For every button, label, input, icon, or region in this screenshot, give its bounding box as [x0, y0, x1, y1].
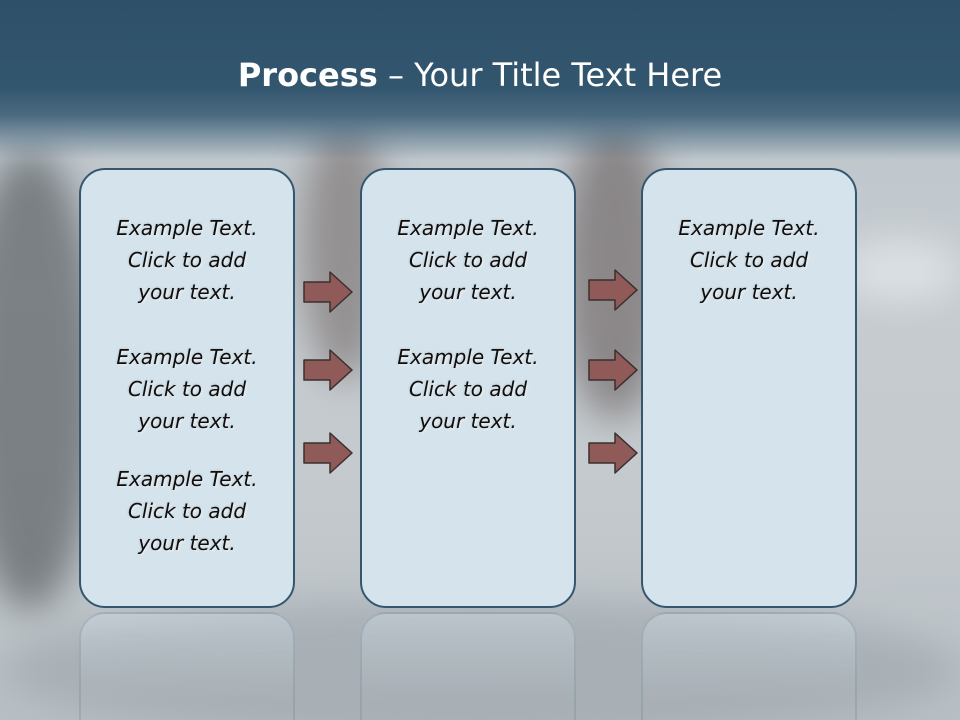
text-block[interactable]: Example Text. Click to add your text.	[81, 463, 293, 559]
panel-reflection	[79, 612, 295, 720]
text-line: Example Text.	[678, 216, 820, 240]
title-bold: Process	[237, 56, 378, 94]
text-line: your text.	[700, 280, 798, 304]
right-arrow-icon[interactable]	[588, 432, 638, 474]
text-line: Click to add	[127, 377, 247, 401]
text-line: Click to add	[408, 377, 528, 401]
slide-title[interactable]: Process – Your Title Text Here	[0, 56, 960, 94]
text-line: Example Text.	[397, 345, 539, 369]
text-line: Click to add	[689, 248, 809, 272]
process-panel-2[interactable]: Example Text. Click to add your text. Ex…	[360, 168, 576, 608]
right-arrow-icon[interactable]	[303, 349, 353, 391]
text-line: your text.	[138, 531, 236, 555]
text-line: Example Text.	[116, 216, 258, 240]
text-block[interactable]: Example Text. Click to add your text.	[81, 212, 293, 308]
text-line: Click to add	[127, 499, 247, 523]
title-bar	[0, 0, 960, 160]
text-line: Example Text.	[116, 467, 258, 491]
title-rest: – Your Title Text Here	[387, 56, 723, 94]
panel-reflection	[360, 612, 576, 720]
process-panel-1[interactable]: Example Text. Click to add your text. Ex…	[79, 168, 295, 608]
text-line: your text.	[138, 280, 236, 304]
text-block[interactable]: Example Text. Click to add your text.	[643, 212, 855, 308]
right-arrow-icon[interactable]	[303, 432, 353, 474]
right-arrow-icon[interactable]	[588, 269, 638, 311]
text-block[interactable]: Example Text. Click to add your text.	[81, 341, 293, 437]
text-block[interactable]: Example Text. Click to add your text.	[362, 212, 574, 308]
right-arrow-icon[interactable]	[303, 271, 353, 313]
text-line: Click to add	[127, 248, 247, 272]
background-blur	[840, 240, 960, 300]
text-line: Click to add	[408, 248, 528, 272]
text-line: Example Text.	[116, 345, 258, 369]
text-line: Example Text.	[397, 216, 539, 240]
text-block[interactable]: Example Text. Click to add your text.	[362, 341, 574, 437]
background-blur	[0, 600, 960, 720]
panel-reflection	[641, 612, 857, 720]
text-line: your text.	[419, 280, 517, 304]
process-panel-3[interactable]: Example Text. Click to add your text.	[641, 168, 857, 608]
text-line: your text.	[419, 409, 517, 433]
text-line: your text.	[138, 409, 236, 433]
right-arrow-icon[interactable]	[588, 349, 638, 391]
